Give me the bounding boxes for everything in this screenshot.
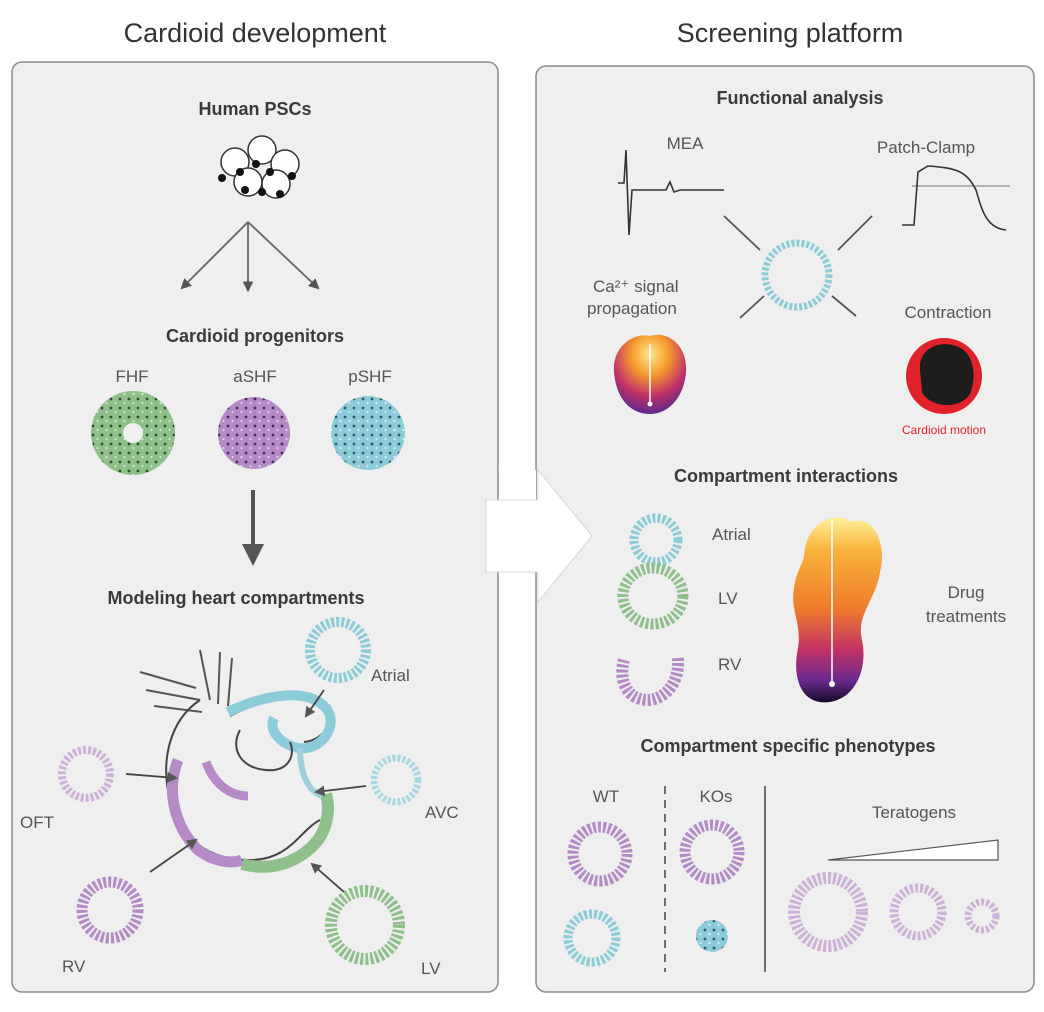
ko-label: KOs	[699, 787, 732, 806]
progenitor-fhf-cluster	[91, 391, 175, 475]
multi-chamber-cardioid	[616, 513, 689, 707]
compartment-interactions-title: Compartment interactions	[674, 466, 898, 486]
calcium-propagation-map	[613, 334, 687, 414]
differentiation-arrows	[180, 221, 320, 293]
cardioid-progenitors-title: Cardioid progenitors	[166, 326, 344, 346]
wt-ring-purple	[567, 821, 633, 887]
label-avc: AVC	[425, 803, 459, 822]
modeling-title: Modeling heart compartments	[107, 588, 364, 608]
down-arrow	[242, 490, 264, 566]
ko-cluster-blue	[696, 920, 728, 952]
right-column-title: Screening platform	[677, 18, 904, 48]
teratogen-ring-large	[788, 872, 868, 952]
label-rv: RV	[62, 957, 86, 976]
label-lv: LV	[421, 959, 441, 978]
patch-clamp-label: Patch-Clamp	[877, 138, 975, 157]
patch-clamp-trace	[902, 165, 1010, 231]
drug-treatment-map	[793, 517, 882, 703]
interaction-label-lv: LV	[718, 589, 738, 608]
ca-signal-label-line1: Ca²⁺ signal	[593, 277, 679, 296]
compartment-pointers	[125, 689, 367, 893]
wt-ring-blue	[563, 909, 621, 967]
drug-label-line1: Drug	[948, 583, 985, 602]
progenitor-ashf-cluster	[218, 397, 290, 469]
progenitor-label-fhf: FHF	[115, 367, 148, 386]
phenotypes-title: Compartment specific phenotypes	[640, 736, 935, 756]
wt-label: WT	[593, 787, 619, 806]
label-atrial: Atrial	[371, 666, 410, 685]
teratogen-gradient-wedge	[827, 839, 999, 861]
mea-label: MEA	[667, 134, 705, 153]
human-pscs-title: Human PSCs	[198, 99, 311, 119]
teratogen-ring-medium	[889, 883, 947, 941]
mea-trace	[618, 149, 724, 236]
interaction-label-atrial: Atrial	[712, 525, 751, 544]
ring-lv	[325, 885, 405, 965]
functional-analysis-title: Functional analysis	[716, 88, 883, 108]
ca-signal-label-line2: propagation	[587, 299, 677, 318]
functional-hub	[723, 215, 873, 319]
progenitor-label-ashf: aSHF	[233, 367, 276, 386]
interaction-label-rv: RV	[718, 655, 742, 674]
cardioid-motion-label: Cardioid motion	[902, 423, 986, 437]
ring-avc	[370, 754, 422, 806]
label-oft: OFT	[20, 813, 54, 832]
ko-ring-purple	[679, 819, 745, 885]
left-column-title: Cardioid development	[124, 18, 387, 48]
psc-cluster-icon	[218, 135, 300, 199]
connector-arrow	[485, 468, 593, 604]
ring-oft	[58, 746, 114, 802]
contraction-label: Contraction	[905, 303, 992, 322]
drug-label-line2: treatments	[926, 607, 1006, 626]
teratogen-ring-small	[964, 898, 1000, 934]
progenitor-label-pshf: pSHF	[348, 367, 391, 386]
teratogens-label: Teratogens	[872, 803, 956, 822]
ring-atrial	[305, 617, 371, 683]
contraction-blob	[906, 338, 982, 414]
ring-rv	[76, 876, 144, 944]
progenitor-pshf-cluster	[331, 396, 405, 470]
